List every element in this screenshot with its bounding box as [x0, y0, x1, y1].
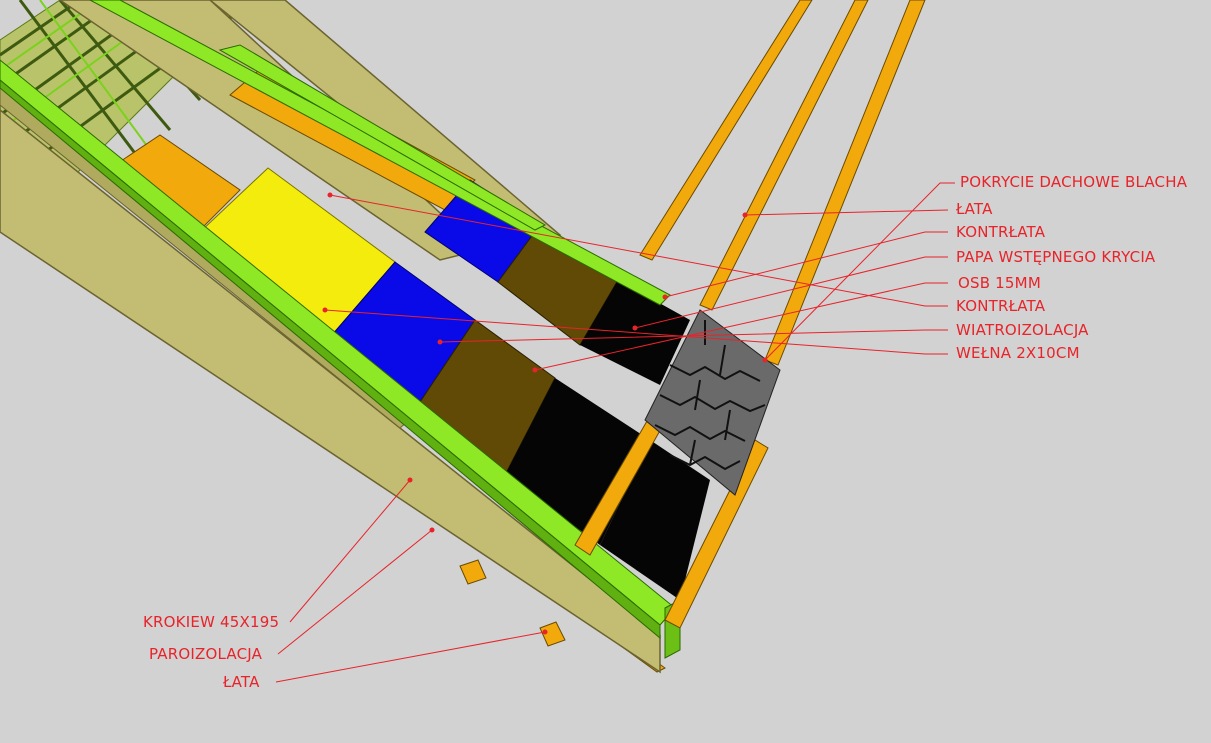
bottom-lath-block-1: [459, 559, 487, 585]
bottom-lath-block-2: [539, 621, 566, 647]
label-lath-top: ŁATA: [956, 200, 993, 218]
label-osb: OSB 15MM: [958, 274, 1041, 292]
label-vapor-barrier: PAROIZOLACJA: [149, 645, 263, 663]
label-counter-lath-1: KONTRŁATA: [956, 223, 1046, 241]
label-roof-covering: POKRYCIE DACHOWE BLACHA: [960, 173, 1188, 191]
label-roofing-felt: PAPA WSTĘPNEGO KRYCIA: [956, 248, 1156, 266]
roofing-felt-3: [600, 440, 710, 600]
label-lath-bottom: ŁATA: [223, 673, 260, 691]
label-rafter: KROKIEW 45X195: [143, 613, 280, 631]
leader-lines: [275, 182, 955, 683]
label-counter-lath-2: KONTRŁATA: [956, 297, 1046, 315]
label-wool: WEŁNA 2X10CM: [956, 344, 1080, 362]
green-counter-battens: [0, 0, 681, 659]
label-wind-barrier: WIATROIZOLACJA: [956, 321, 1089, 339]
leader-arrowheads: [322, 192, 768, 635]
